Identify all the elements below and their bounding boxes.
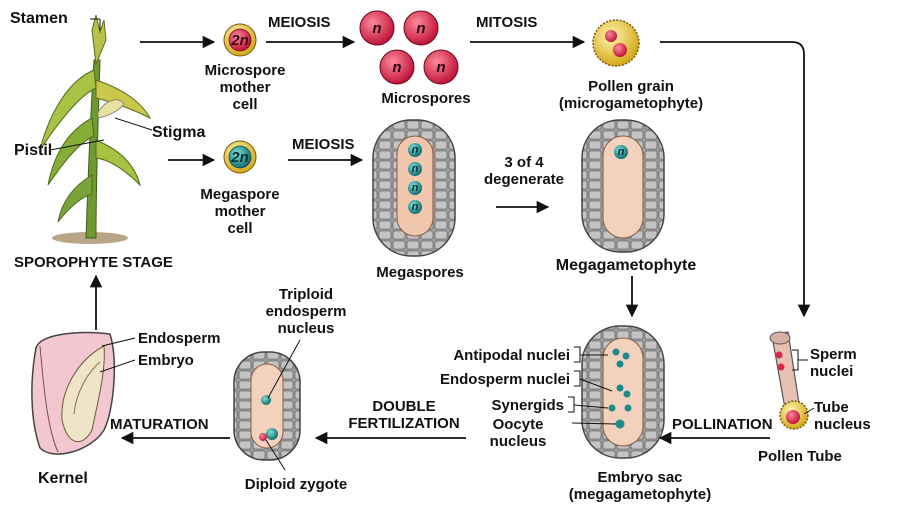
ploidy-n-megaspore: n: [411, 163, 419, 175]
embryo-sac-brackets: [568, 346, 815, 425]
embryo-label: Embryo: [138, 352, 194, 369]
synergids-label: Synergids: [491, 397, 564, 414]
mitosis-label: MITOSIS: [476, 14, 538, 31]
plant-leader-lines: [49, 18, 153, 151]
ploidy-n-microspore: n: [372, 20, 382, 37]
ploidy-n-microspore: n: [392, 59, 402, 76]
pollen-grain-label: Pollen grain(microgametophyte): [558, 78, 704, 112]
embryo-sac-ovule: [581, 325, 665, 459]
ploidy-n-microspore: n: [436, 59, 446, 76]
diploid-zygote-label: Diploid zygote: [244, 476, 348, 493]
kernel-label: Kernel: [38, 470, 88, 487]
ploidy-n-megaspore: n: [411, 182, 419, 194]
pistil-label: Pistil: [14, 142, 53, 159]
antipodal-nuclei-label: Antipodal nuclei: [453, 347, 570, 364]
microspores-label: Microspores: [381, 90, 471, 107]
embryo-sac-label: Embryo sac(megagametophyte): [568, 469, 712, 503]
ploidy-n-megaspore: n: [411, 201, 419, 213]
microspores-group: [359, 10, 459, 85]
stigma-label: Stigma: [152, 124, 206, 141]
stamen-label: Stamen: [10, 10, 68, 27]
endosperm-nuclei-label: Endosperm nuclei: [439, 371, 570, 388]
megaspore-mother-cell: [223, 140, 257, 174]
ploidy-n-megagametophyte: n: [617, 146, 625, 158]
ploidy-n-microspore: n: [416, 20, 426, 37]
pollination-label: POLLINATION: [672, 416, 773, 433]
corn-plant-illustration: [39, 14, 152, 244]
pollen-tube: [769, 331, 809, 430]
pollen-grain: [592, 19, 640, 67]
flow-arrows: [89, 35, 811, 445]
kernel-zygote-leaders: [99, 337, 301, 471]
sporophyte-stage-label: SPOROPHYTE STAGE: [14, 254, 173, 271]
meiosis-label-top: MEIOSIS: [268, 14, 331, 31]
microspore-mother-cell: [223, 23, 257, 57]
zygote-ovule: [233, 351, 301, 461]
ploidy-n-megaspore: n: [411, 144, 419, 156]
meiosis-label-mid: MEIOSIS: [292, 136, 355, 153]
maturation-label: MATURATION: [110, 416, 209, 433]
kernel-illustration: [31, 331, 115, 455]
megaspores-ovule: [372, 119, 456, 257]
endosperm-label: Endosperm: [138, 330, 221, 347]
ploidy-2n-micro: 2n: [231, 32, 249, 49]
pollen-tube-label: Pollen Tube: [758, 448, 842, 465]
ploidy-2n-mega: 2n: [231, 149, 249, 166]
megagametophyte-label: Megagametophyte: [555, 257, 697, 274]
megagametophyte-ovule: [581, 119, 665, 253]
megaspores-label: Megaspores: [376, 264, 464, 281]
